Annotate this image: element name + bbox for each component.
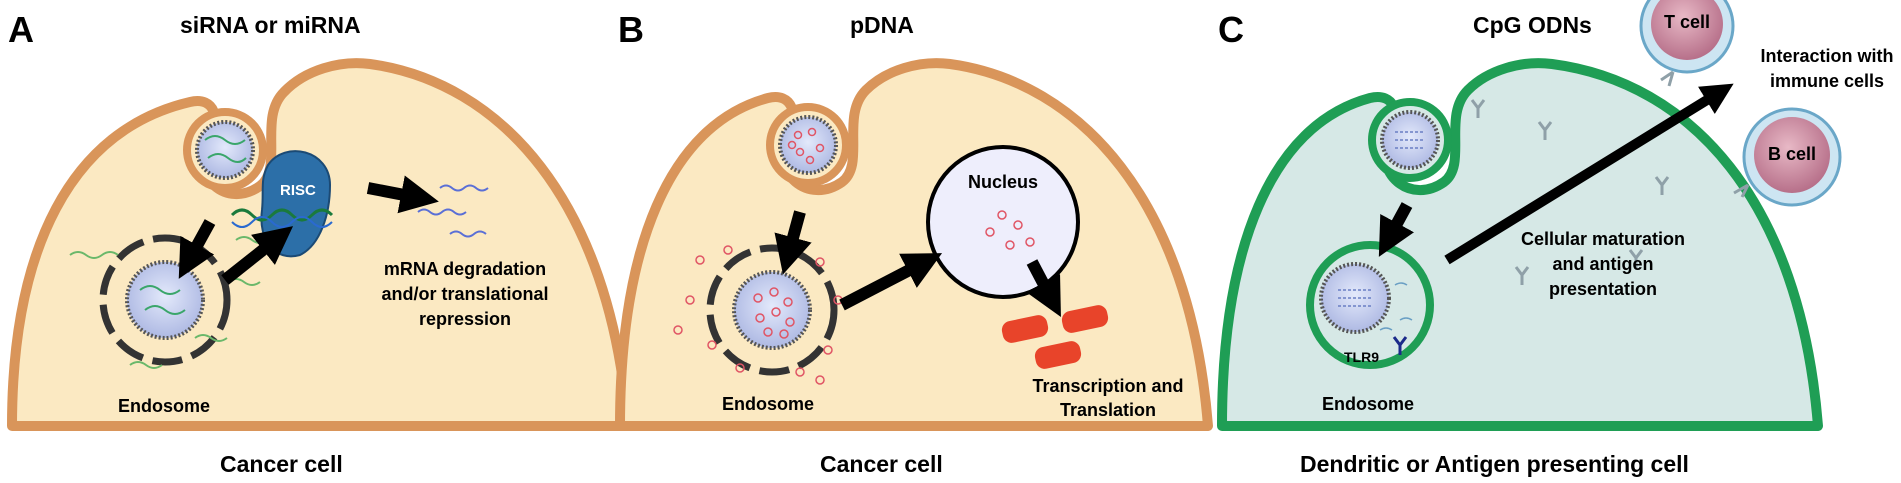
panel-b: B pDNA Nucleus [615, 9, 1213, 477]
panel-c-title: CpG ODNs [1473, 12, 1592, 38]
panel-c-letter: C [1218, 9, 1244, 50]
panel-b-cell-membrane [615, 58, 1213, 431]
panel-a-title: siRNA or miRNA [180, 12, 361, 38]
nucleus-label: Nucleus [968, 172, 1038, 192]
arrow-nucleus-to-protein [1026, 259, 1061, 317]
mrna-effect-line-2: and/or translational [381, 284, 548, 304]
mrna-effect-line-1: mRNA degradation [384, 259, 546, 279]
surface-receptors [1470, 99, 1670, 285]
panel-a-endosome [99, 234, 231, 366]
panel-a-letter: A [8, 9, 34, 50]
panel-b-endosome-label: Endosome [722, 394, 814, 414]
released-plasmids [673, 245, 843, 385]
maturation-line-3: presentation [1549, 279, 1657, 299]
transcription-line-1: Transcription and [1032, 376, 1183, 396]
interaction-line-2: immune cells [1770, 71, 1884, 91]
panel-b-cell-label: Cancer cell [820, 451, 943, 477]
panel-a-cell-label: Cancer cell [220, 451, 343, 477]
arrow-endosome-to-nucleus [839, 253, 943, 311]
tlr9-receptor-icon [1392, 336, 1408, 355]
panel-c: C CpG ODNs TLR9 T cell [1217, 0, 1894, 477]
panel-b-title: pDNA [850, 12, 914, 38]
maturation-line-2: and antigen [1552, 254, 1653, 274]
risc-label: RISC [280, 182, 316, 199]
arrow-vesicle-to-endosome-c [1378, 202, 1415, 257]
arrow-vesicle-to-endosome-b [774, 210, 812, 275]
arrow-risc-to-mrna [366, 175, 439, 214]
arrow-to-immune-cells [1444, 83, 1734, 265]
maturation-line-1: Cellular maturation [1521, 229, 1685, 249]
mrna-effect-line-3: repression [419, 309, 511, 329]
transcription-line-2: Translation [1060, 400, 1156, 420]
panel-b-letter: B [618, 9, 644, 50]
panel-c-endosome-label: Endosome [1322, 394, 1414, 414]
panel-a-endosome-label: Endosome [118, 396, 210, 416]
t-cell-label: T cell [1664, 12, 1710, 32]
panel-a-cell-membrane [7, 58, 633, 431]
arrow-endosome-to-risc [221, 226, 294, 285]
released-rna-strands [69, 236, 269, 369]
translated-proteins [1001, 305, 1109, 369]
b-cell: B cell [1733, 107, 1842, 207]
arrow-vesicle-to-endosome-a [178, 219, 216, 279]
t-cell: T cell [1639, 0, 1735, 87]
panel-c-endosome: TLR9 [1306, 241, 1434, 369]
panel-a: A siRNA or miRNA RISC mRNA degradat [7, 9, 633, 477]
nucleus: Nucleus [926, 145, 1080, 299]
tlr9-label: TLR9 [1344, 349, 1379, 365]
panel-b-endosome [706, 244, 838, 376]
b-cell-label: B cell [1768, 144, 1816, 164]
panel-c-cell-label: Dendritic or Antigen presenting cell [1300, 451, 1689, 477]
interaction-line-1: Interaction with [1760, 46, 1893, 66]
